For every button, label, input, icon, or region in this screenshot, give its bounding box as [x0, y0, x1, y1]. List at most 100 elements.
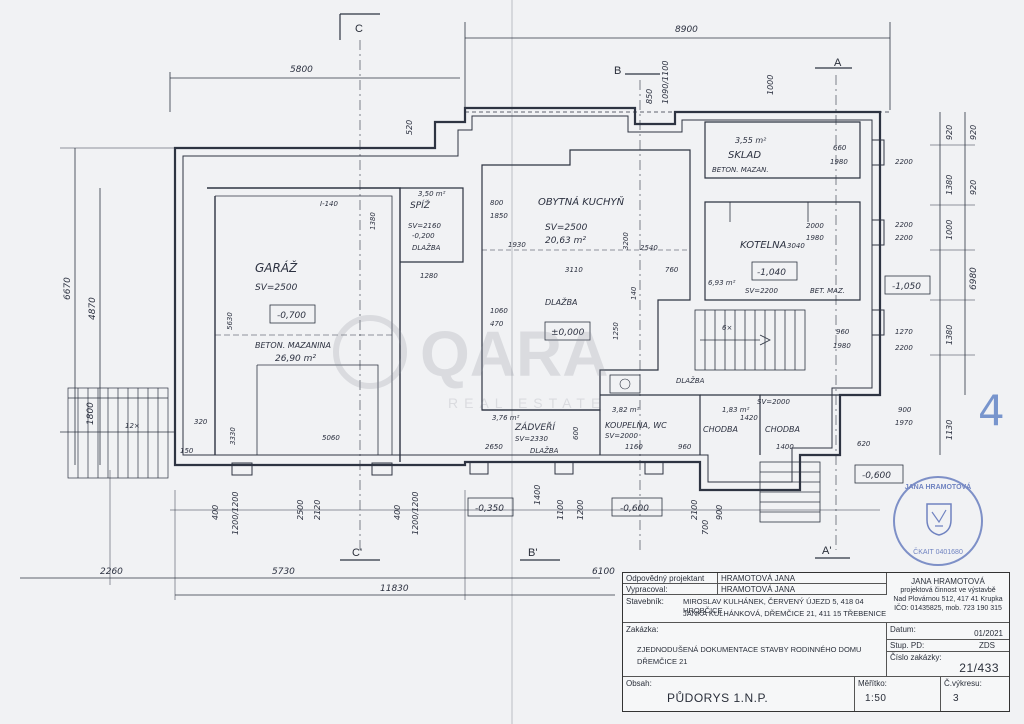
dim-right-8: 1130 — [945, 420, 954, 440]
inner-dim: 2200 — [895, 344, 913, 352]
room-name: SKLAD — [728, 150, 761, 161]
watermark-tag: REAL ESTATE — [448, 395, 606, 411]
room-level: -0,700 — [277, 311, 306, 321]
room-area: 3,76 m² — [492, 414, 520, 422]
watermark-logo: QARA REAL ESTATE — [333, 315, 608, 411]
room-garage: GARÁŽ SV=2500 BETON. MAZANINA 26,90 m² -… — [255, 260, 331, 364]
section-mark-b-prime: B' — [528, 547, 537, 559]
room-area: 1,83 m² — [722, 406, 750, 414]
dim-right-6: 920 — [969, 180, 978, 195]
dim-bottom-2: 5730 — [272, 567, 295, 577]
tb-row-content: Obsah: PŮDORYS 1.N.P. — [623, 677, 855, 711]
room-bathroom: 3,82 m² KOUPELNA, WC SV=2000 — [605, 406, 667, 440]
tb-row-drawing: Č.výkresu: 3 — [941, 677, 1009, 711]
tb-row-jobno: Číslo zakázky: 21/433 — [887, 652, 1009, 677]
tb-firm-name: JANA HRAMOTOVÁ — [911, 577, 985, 586]
inner-dim: 6× — [722, 324, 732, 332]
room-entrance: 3,76 m² ZÁDVEŘÍ SV=2330 DLAŽBA — [492, 414, 559, 455]
room-sv: SV=2000 — [757, 398, 790, 406]
dim-bottom-3: 6100 — [592, 567, 615, 577]
room-corridor-2: SV=2000 CHODBA — [757, 398, 800, 434]
tb-row-scale: Měřítko: 1:50 — [855, 677, 941, 711]
room-sv: SV=2200 — [745, 287, 778, 295]
room-kitchen: OBYTNÁ KUCHYŇ SV=2500 20,63 m² DLAŽBA ±0… — [538, 195, 625, 338]
dim-top-6: 1000 — [766, 75, 775, 95]
tb-investor-line: MIROSLAV KULHÁNEK, ČERVENÝ ÚJEZD 5, 418 … — [683, 597, 864, 615]
dim-lower-8: 1200 — [576, 500, 585, 520]
inner-dim: 2650 — [485, 443, 503, 451]
inner-dim: 3110 — [565, 266, 583, 274]
tb-label: Č.výkresu: — [944, 679, 982, 688]
inner-dim: 660 — [833, 144, 847, 152]
tb-value: 01/2021 — [974, 629, 1003, 638]
inner-dim: 1980 — [806, 234, 824, 242]
inner-dim: 760 — [665, 266, 679, 274]
inner-dim: 1160 — [625, 443, 643, 451]
tb-value: 3 — [953, 693, 960, 704]
sheet-number: 4 — [978, 386, 1005, 435]
dim-lower-4: 2120 — [313, 500, 322, 520]
inner-dim: 1380 — [369, 212, 377, 230]
tb-row-drafted: Vypracoval: HRAMOTOVÁ JANA — [623, 584, 887, 595]
inner-dim: 900 — [898, 406, 912, 414]
tb-label: Číslo zakázky: — [890, 653, 942, 662]
room-floor: BETON. MAZAN. — [712, 166, 769, 174]
inner-dim: 3040 — [787, 242, 805, 250]
room-area: 3,50 m² — [418, 190, 446, 198]
tb-firm-line: Nad Plovárnou 512, 417 41 Krupka — [893, 596, 1003, 603]
tb-label: Stavebník: — [626, 597, 664, 606]
room-floor: DLAŽBA — [545, 296, 578, 307]
level-outside-1: -1,050 — [892, 282, 921, 292]
room-floor: DLAŽBA — [412, 243, 441, 252]
tb-label: Obsah: — [626, 679, 652, 688]
designer-stamp: JANA HRAMOTOVÁ ČKAIT 0401680 — [893, 476, 983, 566]
inner-dim: 150 — [180, 447, 194, 455]
dim-right-4: 6980 — [969, 267, 979, 290]
watermark-brand: QARA — [420, 318, 608, 390]
inner-dim: 3200 — [622, 232, 630, 250]
inner-dim: 2540 — [640, 244, 658, 252]
dim-lower-7: 1100 — [556, 500, 565, 520]
dim-top-1: 5800 — [290, 65, 313, 75]
dim-lower-9: 2100 — [690, 500, 699, 520]
inner-dim: 5630 — [226, 312, 234, 330]
inner-dim: 320 — [194, 418, 208, 426]
tb-row-investor: Stavebník: MIROSLAV KULHÁNEK, ČERVENÝ ÚJ… — [623, 595, 887, 623]
tb-label: Měřítko: — [858, 679, 887, 688]
inner-dim: 960 — [836, 328, 850, 336]
inner-dim: 140 — [630, 286, 638, 300]
dim-lower-2: 1200/1200 — [231, 492, 240, 535]
dim-bottom-1: 2260 — [100, 567, 123, 577]
room-level: -0,200 — [412, 232, 435, 240]
tb-value: 1:50 — [865, 693, 887, 704]
inner-dim: 1280 — [420, 272, 438, 280]
tb-label: Stup. PD: — [890, 641, 925, 650]
stamp-bottom-text: ČKAIT 0401680 — [913, 549, 963, 556]
inner-dim: 2000 — [806, 222, 824, 230]
room-floor: DLAŽBA — [530, 446, 559, 455]
level-outside-3: -0,350 — [475, 504, 504, 514]
inner-dim: 3330 — [229, 427, 237, 445]
dim-lower-6: 1200/1200 — [411, 492, 420, 535]
room-name: CHODBA — [703, 425, 738, 434]
tb-value: HRAMOTOVÁ JANA — [718, 584, 887, 595]
tb-firm-line: IČO: 01435825, mob. 723 190 315 — [894, 605, 1002, 612]
room-area: 20,63 m² — [545, 236, 586, 246]
dim-right-2: 1380 — [945, 175, 954, 195]
dim-bottom-4: 11830 — [380, 584, 409, 594]
dim-right-7: 1380 — [945, 325, 954, 345]
inner-dim: 1980 — [830, 158, 848, 166]
room-sv: SV=2330 — [515, 435, 548, 443]
room-area: 3,55 m² — [735, 136, 767, 145]
dim-lower-1: 400 — [211, 505, 220, 520]
inner-dim: 12× — [125, 422, 140, 430]
room-floor: BET. MAZ. — [810, 287, 845, 295]
inner-dim: 2200 — [895, 158, 913, 166]
dim-left-3: 1800 — [86, 402, 96, 425]
inner-dim: 1250 — [612, 322, 620, 340]
inner-dim: 2200 — [895, 234, 913, 242]
room-area: 26,90 m² — [275, 354, 316, 364]
room-area: 6,93 m² — [708, 279, 736, 287]
level-outside-4: -0,600 — [620, 504, 649, 514]
